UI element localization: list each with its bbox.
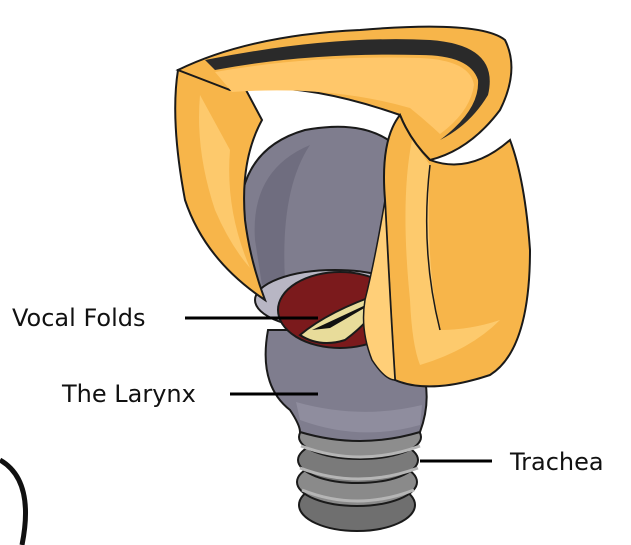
corner-arc [0, 460, 26, 545]
larynx-label: The Larynx [62, 382, 196, 406]
trachea-label: Trachea [510, 450, 604, 474]
vocal-folds-label: Vocal Folds [12, 306, 145, 330]
